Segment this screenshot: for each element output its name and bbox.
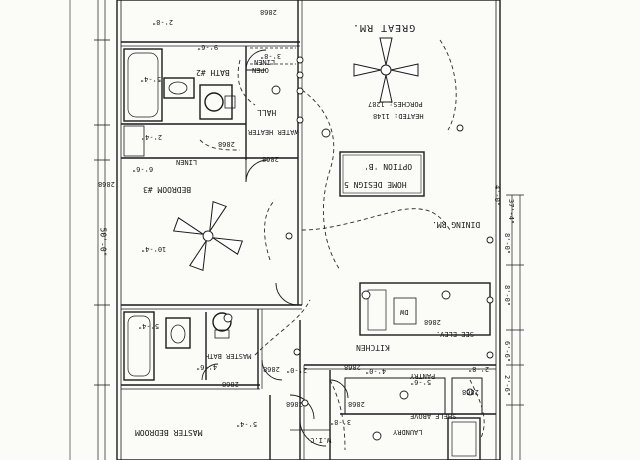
label-great-room: GREAT RM. (352, 22, 416, 33)
door-tag-5: 2868 (222, 380, 239, 388)
dim-5: 9'-6" (197, 43, 219, 51)
door-tag-3: 2868 (262, 155, 279, 163)
exterior-wall-inner (120, 0, 497, 460)
light-fixture (321, 128, 331, 138)
dim-10: 4'-0" (365, 367, 387, 375)
door-tag-2: 2868 (218, 140, 235, 148)
door-tag-11: 2868 (344, 363, 361, 371)
vanity-master (165, 317, 191, 349)
label-kitchen: KITCHEN (356, 343, 390, 352)
note-8: SHELF ABOVE (410, 412, 457, 420)
dim-12: 8'-0" (503, 284, 512, 307)
door-tag-8: 2868 (348, 400, 365, 408)
dim-2: 2'-4" (141, 133, 163, 141)
dim-17: 3'-8" (330, 418, 352, 426)
washer (447, 417, 481, 460)
door-tag-1: 2868 (260, 8, 277, 16)
dim-6: 6'-6" (132, 165, 154, 173)
bathtub-master (123, 311, 155, 381)
label-master-bedroom: MASTER BEDROOM (135, 428, 203, 437)
note-1: OPEN (252, 66, 269, 74)
dim-8: 4'-6" (196, 363, 218, 371)
title-box (339, 151, 425, 197)
kitchen-island (359, 282, 491, 336)
note-4: LINEN (176, 158, 198, 166)
label-heated: HEATED: 1148 (373, 112, 424, 120)
label-master-bath: MASTER BATH (205, 352, 252, 360)
door-swing-bedroom3 (245, 159, 269, 183)
door-swing-masterbath (261, 359, 283, 381)
door-tag-4: 2868 (98, 180, 115, 188)
label-bedroom3: BEDROOM #3 (143, 185, 192, 194)
toilet-2 (204, 92, 224, 112)
door-swing-bath2 (245, 49, 267, 71)
bathtub-2 (123, 48, 163, 122)
dim-13: 6'-6" (503, 340, 512, 363)
label-home-design: HOME DESIGN 5 (344, 180, 407, 189)
ceiling-fan-bedroom3 (172, 200, 244, 272)
dim-20: 4'-0" (493, 184, 502, 207)
label-laundry: LAUNDRY (393, 428, 423, 436)
dim-14: 2'-6" (503, 374, 512, 397)
toilet-master (212, 312, 232, 332)
dim-3: 5'-4" (138, 322, 160, 330)
door-tag-10: 2868 (424, 318, 441, 326)
note-3: WATER HEATER (248, 128, 299, 136)
door-tag-7: 2868 (263, 365, 280, 373)
label-option: OPTION 'B' (364, 162, 413, 171)
dim-11: 8'-0" (503, 232, 512, 255)
dim-7: 2'-8" (152, 18, 174, 26)
dim-4: 10'-4" (141, 245, 167, 253)
door-tag-9: 2868 (462, 388, 479, 396)
note-6: DW (400, 308, 409, 316)
label-dining: DINING RM. (432, 220, 481, 229)
dim-9: 2'-0" (286, 366, 308, 374)
label-porches: PORCHES: 1287 (368, 100, 423, 108)
label-wic: W.I.C. (306, 436, 332, 444)
label-bath2: BATH #2 (196, 68, 230, 77)
dim-overall-width: 50'-0" (98, 227, 108, 257)
vanity-2 (163, 77, 195, 99)
toilet-area-2 (199, 84, 233, 120)
note-5: PANTRY (410, 372, 436, 380)
dim-18: 2'-8" (468, 365, 490, 373)
dim-overall-depth: 37'-4" (507, 198, 516, 225)
dim-16: 5'-4" (236, 420, 258, 428)
sink-2 (168, 81, 188, 95)
dim-1: 5'-4" (140, 75, 162, 83)
note-7: SEE ELEV. (436, 330, 474, 338)
ceiling-fan-great-room (353, 37, 419, 103)
door-tag-6: 2868 (286, 400, 303, 408)
label-hall: HALL (257, 108, 277, 117)
note-2: LINEN (254, 58, 276, 66)
light-fixture-hall (271, 85, 281, 95)
